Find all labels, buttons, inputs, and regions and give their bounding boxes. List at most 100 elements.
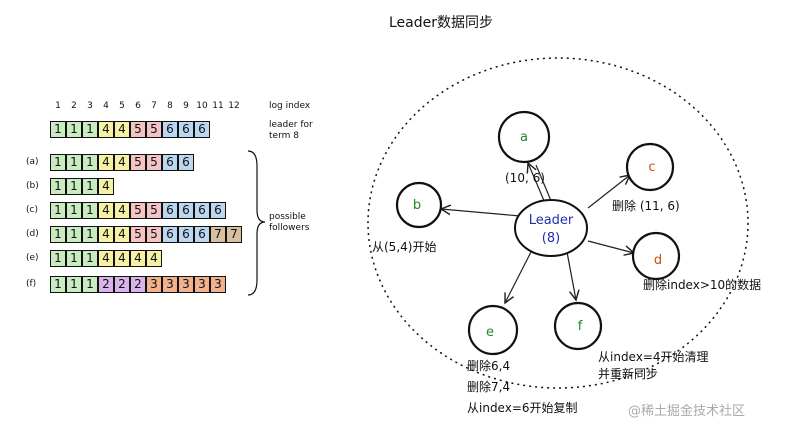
leader-node xyxy=(514,199,588,257)
follower-log-c-entry: 4 xyxy=(98,202,114,219)
follower-log-c-entry: 4 xyxy=(114,202,130,219)
leader-log-entry: 4 xyxy=(98,121,114,138)
follower-log-a-entry: 5 xyxy=(130,154,146,171)
follower-log-f-entry: 3 xyxy=(146,276,162,293)
follower-log-a-entry: 6 xyxy=(178,154,194,171)
leader-log-entry: 1 xyxy=(50,121,66,138)
leader-log-entry: 5 xyxy=(146,121,162,138)
note-f: 从index=4开始清理 并重新同步 xyxy=(598,349,709,383)
node-d xyxy=(631,231,681,281)
node-c xyxy=(625,142,675,192)
follower-log-d-entry: 1 xyxy=(66,226,82,243)
follower-log-a-entry: 1 xyxy=(50,154,66,171)
leader-log-entry: 6 xyxy=(178,121,194,138)
follower-log-c-entry: 6 xyxy=(178,202,194,219)
leader-log-entry: 5 xyxy=(130,121,146,138)
followers-brace xyxy=(247,150,266,296)
leader-log-entry: 6 xyxy=(194,121,210,138)
follower-log-b-entry: 1 xyxy=(66,178,82,195)
leader-label-line1: leader for xyxy=(269,120,313,130)
log-index-9: 9 xyxy=(183,101,189,111)
diagram-title: Leader数据同步 xyxy=(388,15,493,31)
replication-arrows xyxy=(441,163,634,303)
follower-log-f-entry: 2 xyxy=(130,276,146,293)
follower-log-f-label: (f) xyxy=(26,279,37,289)
follower-log-d-entry: 1 xyxy=(50,226,66,243)
node-a xyxy=(497,110,551,164)
follower-log-e-entry: 4 xyxy=(98,250,114,267)
node-f xyxy=(553,301,603,351)
follower-log-c-entry: 5 xyxy=(130,202,146,219)
follower-log-a-label: (a) xyxy=(26,157,39,167)
node-f-label: f xyxy=(578,319,583,334)
follower-log-c-entry: 1 xyxy=(66,202,82,219)
follower-log-e-entry: 4 xyxy=(114,250,130,267)
followers-label-line2: followers xyxy=(269,223,310,233)
node-d-label: d xyxy=(654,253,662,268)
follower-log-f-entry: 3 xyxy=(194,276,210,293)
note-f-line1: 从index=4开始清理 xyxy=(598,350,709,364)
follower-log-c-entry: 1 xyxy=(82,202,98,219)
note-a: (10, 6) xyxy=(505,171,545,185)
leader-log-entry: 1 xyxy=(82,121,98,138)
follower-log-f-entry: 3 xyxy=(162,276,178,293)
follower-log-c-entry: 6 xyxy=(162,202,178,219)
follower-log-d-entry: 6 xyxy=(194,226,210,243)
follower-log-a-entry: 1 xyxy=(66,154,82,171)
log-index-10: 10 xyxy=(196,101,208,111)
log-index-3: 3 xyxy=(87,101,93,111)
arrow-to-c xyxy=(587,175,630,209)
note-b: 从(5,4)开始 xyxy=(372,240,437,254)
follower-log-a-entry: 5 xyxy=(146,154,162,171)
note-e-line3: 从index=6开始复制 xyxy=(467,401,578,415)
follower-log-d-entry: 6 xyxy=(178,226,194,243)
follower-log-e-label: (e) xyxy=(26,253,39,263)
follower-log-a-entry: 1 xyxy=(82,154,98,171)
follower-log-c-entry: 6 xyxy=(210,202,226,219)
log-index-11: 11 xyxy=(212,101,224,111)
follower-log-d-entry: 5 xyxy=(130,226,146,243)
node-b xyxy=(395,181,443,229)
leader-label: leader for term 8 xyxy=(269,120,313,142)
arrow-to-a xyxy=(528,163,546,204)
node-e-label: e xyxy=(486,325,494,340)
arrow-to-b xyxy=(441,209,521,217)
follower-log-e-entry: 1 xyxy=(82,250,98,267)
arrow-to-a-2 xyxy=(535,164,553,204)
log-index-5: 5 xyxy=(119,101,125,111)
node-c-label: c xyxy=(648,160,655,175)
log-index-6: 6 xyxy=(135,101,141,111)
leader-node-label: Leader xyxy=(529,213,574,228)
follower-log-b-label: (b) xyxy=(26,181,39,191)
leader-log-entry: 4 xyxy=(114,121,130,138)
follower-log-c-entry: 1 xyxy=(50,202,66,219)
follower-log-f-entry: 2 xyxy=(114,276,130,293)
node-a-label: a xyxy=(520,130,528,145)
follower-log-f-entry: 1 xyxy=(50,276,66,293)
log-index-1: 1 xyxy=(55,101,61,111)
follower-log-d-label: (d) xyxy=(26,229,39,239)
follower-log-f-entry: 2 xyxy=(98,276,114,293)
follower-log-f-entry: 1 xyxy=(66,276,82,293)
note-e: 删除6,4 删除7,4 从index=6开始复制 xyxy=(467,356,578,419)
follower-log-f-entry: 3 xyxy=(178,276,194,293)
log-index-label: log index xyxy=(269,101,311,111)
log-index-7: 7 xyxy=(151,101,157,111)
follower-log-f-entry: 3 xyxy=(210,276,226,293)
follower-log-c-entry: 6 xyxy=(194,202,210,219)
node-e xyxy=(467,304,519,356)
log-index-4: 4 xyxy=(103,101,109,111)
note-e-line1: 删除6,4 xyxy=(467,359,511,373)
leader-log-entry: 6 xyxy=(162,121,178,138)
followers-label-line1: possible xyxy=(269,212,306,222)
follower-log-e-entry: 4 xyxy=(146,250,162,267)
arrow-to-d xyxy=(587,240,634,253)
follower-log-b-entry: 4 xyxy=(98,178,114,195)
follower-log-f-entry: 1 xyxy=(82,276,98,293)
watermark: @稀土掘金技术社区 xyxy=(628,404,746,419)
leader-log-entry: 1 xyxy=(66,121,82,138)
follower-log-c-entry: 5 xyxy=(146,202,162,219)
follower-log-d-entry: 4 xyxy=(98,226,114,243)
follower-log-a-entry: 6 xyxy=(162,154,178,171)
log-index-2: 2 xyxy=(71,101,77,111)
